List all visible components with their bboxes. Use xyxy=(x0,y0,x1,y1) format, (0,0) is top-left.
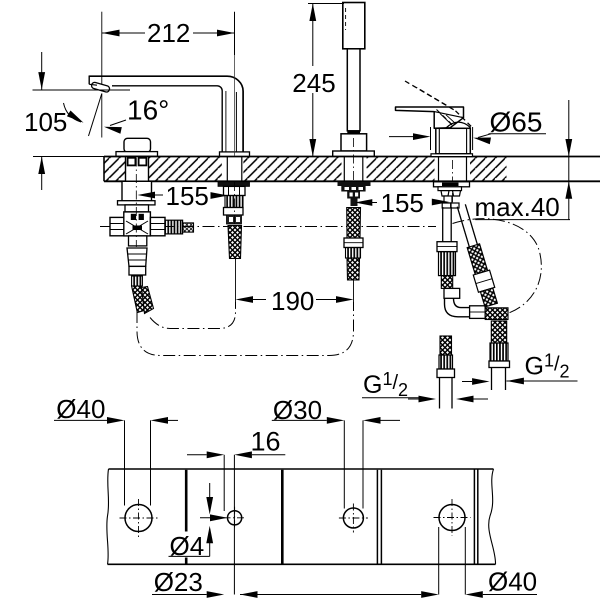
svg-text:Ø23: Ø23 xyxy=(154,567,203,597)
svg-text:Ø65: Ø65 xyxy=(490,107,543,138)
svg-text:Ø40: Ø40 xyxy=(56,394,105,424)
svg-text:Ø40: Ø40 xyxy=(488,567,537,597)
svg-text:16°: 16° xyxy=(127,95,169,126)
svg-text:155: 155 xyxy=(381,188,424,218)
svg-text:212: 212 xyxy=(147,18,190,48)
svg-text:155: 155 xyxy=(166,181,209,211)
svg-text:245: 245 xyxy=(292,68,335,98)
svg-text:190: 190 xyxy=(271,286,314,316)
svg-text:16: 16 xyxy=(251,427,281,457)
svg-text:max.40: max.40 xyxy=(475,192,560,222)
svg-text:105: 105 xyxy=(24,107,67,137)
